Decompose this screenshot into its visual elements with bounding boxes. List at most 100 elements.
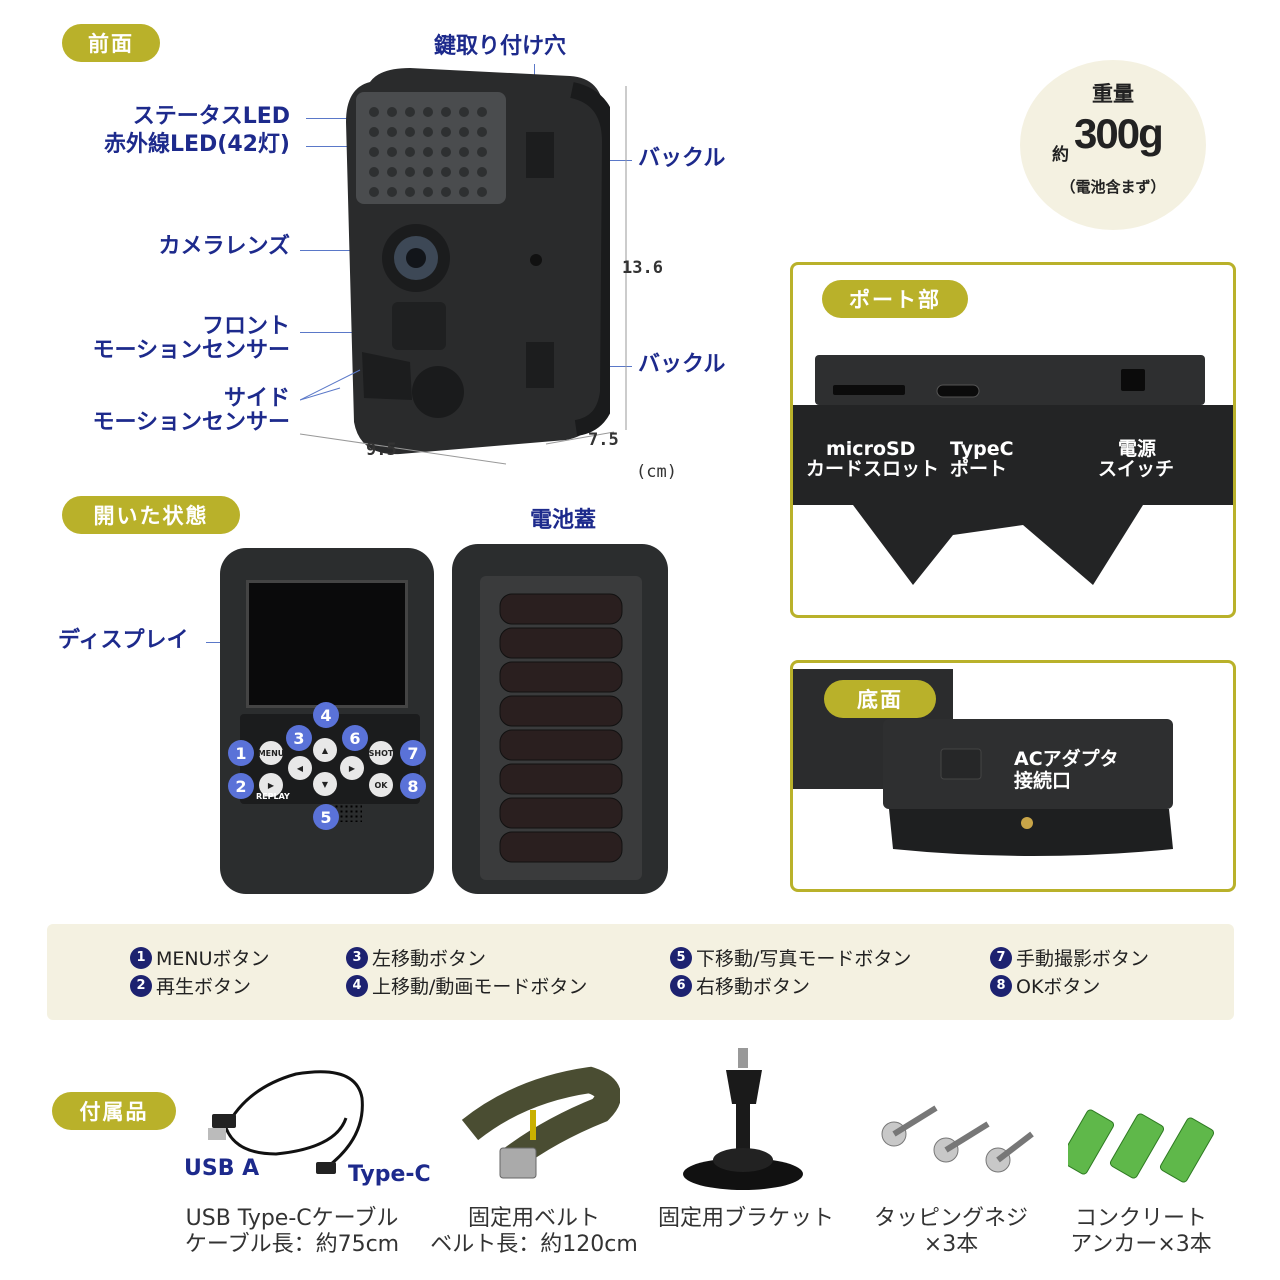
front-camera-image <box>340 62 619 462</box>
replay-label: REPLAY <box>256 792 290 801</box>
cable-caption-1: USB Type-Cケーブル <box>185 1206 399 1231</box>
ir-led-leader <box>306 146 386 147</box>
legend-text-2: 再生ボタン <box>156 976 252 998</box>
battery-compartment <box>480 576 642 880</box>
legend-num-3: 3 <box>346 946 368 969</box>
display-screen <box>246 580 408 708</box>
section-bottom-pill: 底面 <box>824 680 936 718</box>
up-button[interactable]: ▲ <box>313 738 337 762</box>
lock-hole-label: 鍵取り付け穴 <box>434 34 567 59</box>
legend-text-4: 上移動/動画モードボタン <box>372 976 588 998</box>
legend-text-1: MENUボタン <box>156 948 270 970</box>
callout-3: 3 <box>286 725 312 751</box>
buckle-bottom-label: バックル <box>638 352 726 377</box>
depth-dimension: 7.5 <box>588 430 619 450</box>
usb-cable-image <box>206 1058 376 1188</box>
section-accessories-pill: 付属品 <box>52 1092 176 1130</box>
legend-text-3: 左移動ボタン <box>372 948 487 970</box>
width-dimension: 9.5 <box>366 440 397 460</box>
microsd-label-2: カードスロット <box>806 458 940 480</box>
ac-label-2: 接続口 <box>1014 770 1072 792</box>
belt-image <box>460 1060 621 1190</box>
weight-value: 300g <box>1074 110 1164 157</box>
battery-cover-label: 電池蓋 <box>530 508 597 533</box>
buckle-top-label: バックル <box>638 146 726 171</box>
power-label-1: 電源 <box>1118 438 1157 460</box>
front-sensor-leader <box>300 332 400 333</box>
right-button[interactable]: ▶ <box>340 756 364 780</box>
side-sensor-label-1: サイド <box>223 386 290 411</box>
type-c-label: Type-C <box>348 1162 431 1187</box>
section-ports-pill: ポート部 <box>822 280 968 318</box>
weight-prefix: 約 <box>1052 145 1069 165</box>
weight-title: 重量 <box>1092 82 1134 106</box>
callout-6: 6 <box>342 725 368 751</box>
dimension-lines <box>296 60 656 480</box>
cable-caption-2: ケーブル長：約75cm <box>184 1232 400 1257</box>
bottom-box <box>790 660 1236 892</box>
legend-num-7: 7 <box>990 946 1012 969</box>
screws-image <box>876 1094 1036 1174</box>
legend-text-8: OKボタン <box>1016 976 1101 998</box>
section-front-pill: 前面 <box>62 24 160 62</box>
bracket-image <box>676 1044 816 1194</box>
front-sensor-label-2: モーションセンサー <box>92 338 290 363</box>
typec-label-1: TypeC <box>950 438 1014 460</box>
down-button[interactable]: ▼ <box>313 772 337 796</box>
microsd-label-1: microSD <box>826 438 916 460</box>
speaker-grille <box>334 804 362 822</box>
shot-button[interactable]: SHOT <box>369 741 393 765</box>
screws-caption-2: ×3本 <box>923 1232 979 1257</box>
anchor-caption-2: アンカー×3本 <box>1070 1232 1212 1257</box>
callout-5: 5 <box>313 804 339 830</box>
weight-note: （電池含まず） <box>1060 178 1166 196</box>
side-sensor-leaders <box>299 360 370 420</box>
legend-num-4: 4 <box>346 974 368 997</box>
lens-label: カメラレンズ <box>158 234 290 259</box>
legend-num-2: 2 <box>130 974 152 997</box>
display-label: ディスプレイ <box>58 628 189 653</box>
legend-text-5: 下移動/写真モードボタン <box>696 948 912 970</box>
callout-4: 4 <box>313 702 339 728</box>
replay-button[interactable]: ▶ <box>259 773 283 797</box>
anchors-image <box>1059 1092 1228 1192</box>
left-button[interactable]: ◀ <box>288 756 312 780</box>
anchor-caption-1: コンクリート <box>1074 1206 1207 1231</box>
screws-caption-1: タッピングネジ <box>873 1206 1028 1231</box>
power-label-2: スイッチ <box>1098 458 1175 480</box>
weight-badge <box>1020 60 1206 230</box>
section-open-pill: 開いた状態 <box>62 496 240 534</box>
callout-1: 1 <box>228 740 254 766</box>
legend-num-1: 1 <box>130 946 152 969</box>
bracket-caption: 固定用ブラケット <box>657 1206 834 1231</box>
belt-caption-2: ベルト長：約120cm <box>430 1232 638 1257</box>
front-sensor-label-1: フロント <box>201 314 290 339</box>
legend-num-8: 8 <box>990 974 1012 997</box>
callout-8: 8 <box>400 773 426 799</box>
side-sensor-label-2: モーションセンサー <box>92 410 290 435</box>
ac-label-1: ACアダプタ <box>1014 748 1119 770</box>
typec-label-2: ポート <box>950 458 1008 480</box>
belt-caption-1: 固定用ベルト <box>467 1206 600 1231</box>
legend-text-6: 右移動ボタン <box>696 976 811 998</box>
ir-led-label: 赤外線LED(42灯) <box>103 132 290 157</box>
height-dimension: 13.6 <box>622 258 663 278</box>
ok-button[interactable]: OK <box>369 773 393 797</box>
legend-num-5: 5 <box>670 946 692 969</box>
callout-7: 7 <box>400 740 426 766</box>
usb-a-label: USB A <box>184 1156 260 1181</box>
callout-2: 2 <box>228 773 254 799</box>
legend-text-7: 手動撮影ボタン <box>1016 948 1150 970</box>
unit-label: (cm) <box>636 462 677 482</box>
ports-box <box>790 262 1236 618</box>
button-legend <box>47 924 1234 1020</box>
menu-button[interactable]: MENU <box>258 741 284 765</box>
